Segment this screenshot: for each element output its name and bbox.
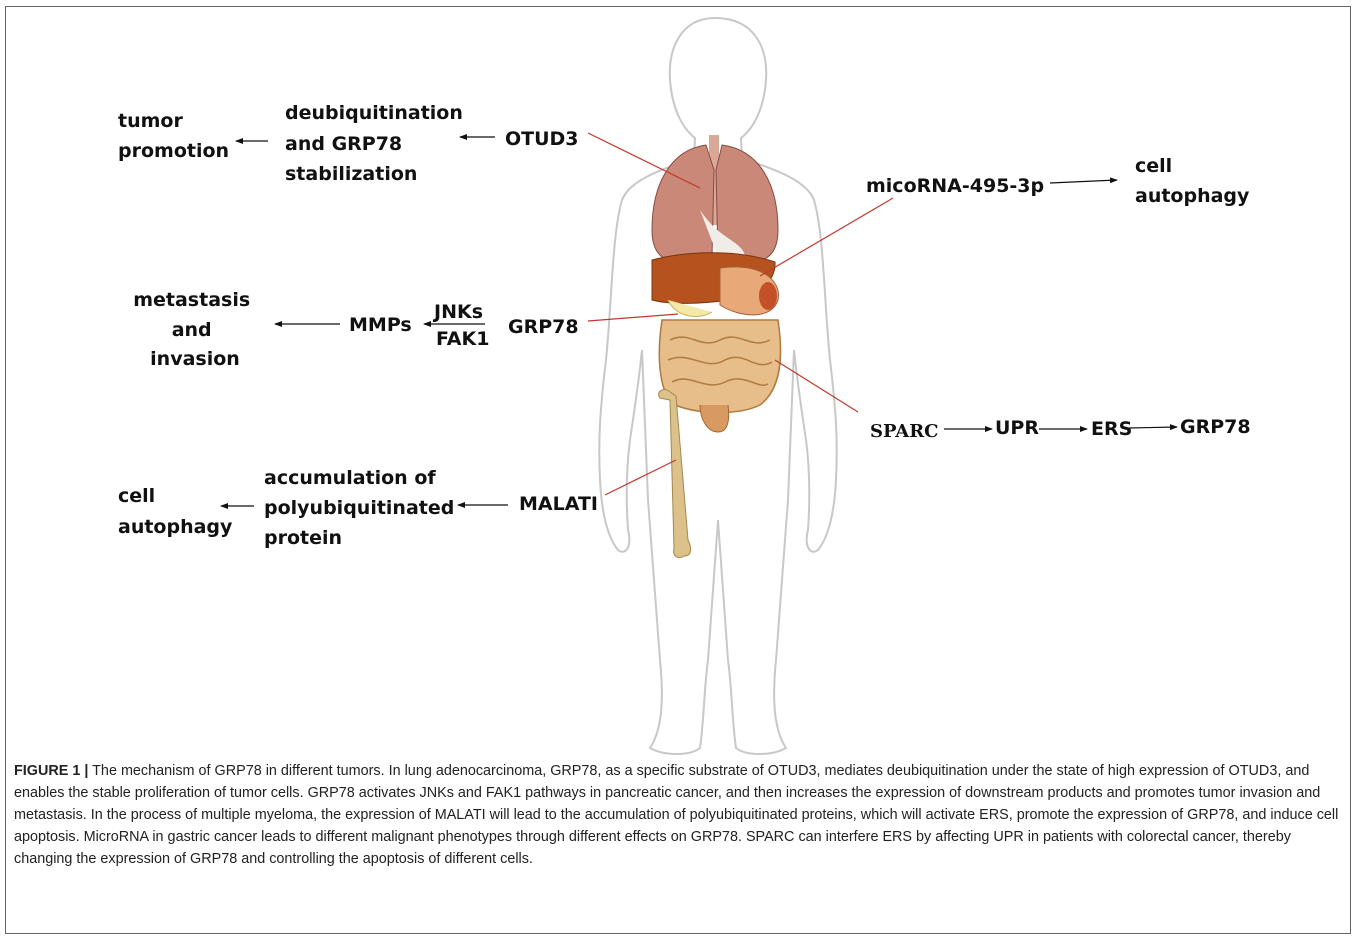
label-deubiquitination-line: stabilization (285, 163, 417, 185)
figure-caption: FIGURE 1 | The mechanism of GRP78 in dif… (14, 760, 1342, 870)
label-cell-autophagy-left: cell autophagy (118, 485, 233, 538)
diagram-canvas: tumor promotion deubiquitination and GRP… (0, 0, 1358, 760)
label-cell-autophagy-right-line: cell (1135, 155, 1172, 177)
label-jnks: JNKs (432, 301, 483, 323)
label-metastasis-line: metastasis (133, 289, 250, 311)
label-malati: MALATI (519, 493, 598, 515)
label-accumulation-line: polyubiquitinated (264, 497, 454, 519)
label-metastasis-invasion: metastasis and invasion (133, 289, 257, 370)
label-otud3: OTUD3 (505, 128, 579, 150)
label-cell-autophagy-left-line: cell (118, 485, 155, 507)
label-deubiquitination: deubiquitination and GRP78 stabilization (285, 102, 470, 185)
label-microrna: micoRNA-495-3p (866, 175, 1044, 197)
label-upr: UPR (995, 417, 1039, 439)
label-fak1: FAK1 (436, 328, 489, 350)
label-tumor-promotion-line: tumor (118, 110, 183, 132)
caption-text: The mechanism of GRP78 in different tumo… (14, 763, 1338, 867)
label-ers: ERS (1091, 418, 1132, 440)
lungs-illustration (652, 135, 778, 262)
label-grp78-right: GRP78 (1180, 416, 1251, 438)
label-cell-autophagy-left-line: autophagy (118, 516, 233, 538)
label-deubiquitination-line: and GRP78 (285, 133, 402, 155)
label-metastasis-line: and (172, 319, 212, 341)
label-mmps: MMPs (349, 314, 412, 336)
label-tumor-promotion-line: promotion (118, 140, 229, 162)
label-grp78-left: GRP78 (508, 316, 579, 338)
figure-label: FIGURE 1 | (14, 763, 88, 779)
label-metastasis-line: invasion (150, 348, 240, 370)
label-deubiquitination-line: deubiquitination (285, 102, 463, 124)
label-cell-autophagy-right-line: autophagy (1135, 185, 1250, 207)
femur-bone-illustration (659, 390, 691, 558)
label-accumulation-line: accumulation of (264, 467, 436, 489)
label-sparc: SPARC (870, 421, 938, 442)
label-accumulation: accumulation of polyubiquitinated protei… (264, 467, 461, 549)
liver-stomach-illustration (652, 253, 778, 317)
label-cell-autophagy-right: cell autophagy (1135, 155, 1250, 207)
label-accumulation-line: protein (264, 527, 342, 549)
label-tumor-promotion: tumor promotion (118, 110, 229, 162)
